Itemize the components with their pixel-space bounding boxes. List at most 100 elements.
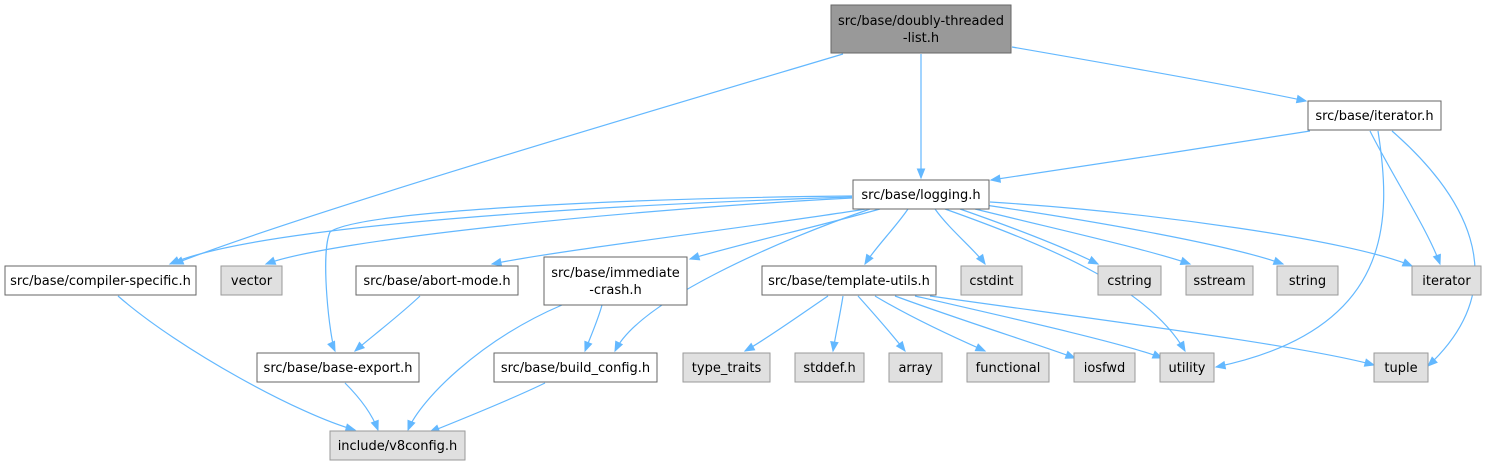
node-label: type_traits — [692, 361, 762, 376]
edge-iterator-h-to-tuple — [1391, 130, 1476, 367]
node-cstring: cstring — [1097, 265, 1162, 296]
edge-logging-to-immediate-crash — [688, 208, 881, 261]
node-box — [256, 352, 420, 383]
edges-layer — [117, 46, 1476, 433]
node-box — [1185, 265, 1254, 296]
edge-logging-to-vector — [264, 197, 853, 265]
node-label: tuple — [1384, 361, 1417, 376]
node-label: src/base/immediate — [551, 266, 680, 281]
node-tuple: tuple — [1373, 352, 1429, 383]
node-iterator: iterator — [1411, 265, 1482, 296]
edge-doubly-threaded-to-iterator-h — [1011, 46, 1308, 104]
node-logging[interactable]: src/base/logging.h — [852, 179, 990, 210]
node-string: string — [1276, 265, 1339, 296]
node-box — [355, 265, 519, 296]
node-box — [761, 265, 937, 296]
node-v8config: include/v8config.h — [329, 430, 466, 461]
node-label: sstream — [1193, 274, 1245, 289]
node-label: src/base/base-export.h — [264, 361, 413, 376]
node-functional: functional — [966, 352, 1050, 383]
edge-template-utils-to-functional — [874, 295, 987, 352]
node-box — [329, 430, 466, 461]
edge-template-utils-to-type-traits — [743, 295, 829, 352]
node-vector: vector — [220, 265, 283, 296]
edge-template-utils-to-iosfwd — [894, 295, 1077, 359]
edge-abort-mode-to-base-export — [353, 295, 421, 352]
node-box — [220, 265, 283, 296]
edge-logging-to-utility — [944, 208, 1186, 353]
node-box — [966, 352, 1050, 383]
edge-logging-to-string — [984, 204, 1285, 265]
node-label: iosfwd — [1084, 361, 1126, 376]
node-box — [794, 352, 865, 383]
node-stddef: stddef.h — [794, 352, 865, 383]
edge-template-utils-to-array — [857, 295, 906, 353]
node-box — [543, 256, 688, 306]
node-label: src/base/abort-mode.h — [363, 274, 510, 289]
node-box — [4, 265, 197, 296]
node-sstream: sstream — [1185, 265, 1254, 296]
node-box — [493, 352, 658, 383]
node-label: src/base/build_config.h — [501, 361, 650, 376]
node-box — [1276, 265, 1339, 296]
node-label: utility — [1169, 361, 1206, 376]
edge-base-export-to-v8config — [344, 382, 379, 432]
edge-logging-to-cstring — [959, 208, 1100, 265]
edge-doubly-threaded-to-logging — [916, 54, 926, 180]
node-label: src/base/doubly-threaded — [838, 14, 1004, 29]
edge-iterator-h-to-logging — [989, 130, 1311, 183]
node-label: src/base/logging.h — [861, 188, 980, 203]
node-base-export[interactable]: src/base/base-export.h — [256, 352, 420, 383]
node-array: array — [888, 352, 943, 383]
node-label: src/base/compiler-specific.h — [10, 274, 191, 289]
edge-template-utils-to-utility — [914, 295, 1164, 359]
node-label: include/v8config.h — [338, 439, 458, 454]
node-immediate-crash[interactable]: src/base/immediate -crash.h — [543, 256, 688, 306]
edge-build-config-to-v8config — [428, 382, 546, 433]
node-label: -list.h — [903, 31, 939, 46]
node-label: src/base/iterator.h — [1315, 109, 1433, 124]
node-box — [1411, 265, 1482, 296]
node-label: stddef.h — [803, 361, 855, 376]
edge-logging-to-abort-mode — [490, 208, 867, 267]
node-build-config[interactable]: src/base/build_config.h — [493, 352, 658, 383]
edge-iterator-h-to-iterator — [1369, 130, 1441, 266]
node-box — [682, 352, 771, 383]
edge-logging-to-base-export — [325, 195, 853, 353]
node-label: -crash.h — [589, 283, 642, 298]
node-label: array — [898, 361, 932, 376]
node-cstdint: cstdint — [960, 265, 1023, 296]
node-abort-mode[interactable]: src/base/abort-mode.h — [355, 265, 519, 296]
node-label: cstdint — [969, 274, 1013, 289]
edge-doubly-threaded-to-compiler-specific — [172, 53, 844, 265]
edge-template-utils-to-stddef — [830, 295, 844, 353]
node-box — [1097, 265, 1162, 296]
edge-immediate-crash-to-build-config — [584, 304, 603, 353]
edge-logging-to-cstdint — [934, 208, 986, 266]
edge-immediate-crash-to-v8config — [407, 304, 563, 432]
edge-logging-to-compiler-specific — [168, 196, 853, 265]
node-box — [960, 265, 1023, 296]
edge-template-utils-to-tuple — [929, 295, 1376, 367]
node-label: src/base/template-utils.h — [768, 274, 930, 289]
node-template-utils[interactable]: src/base/template-utils.h — [761, 265, 937, 296]
edge-iterator-h-to-utility — [1214, 130, 1385, 370]
node-utility: utility — [1159, 352, 1215, 383]
node-iosfwd: iosfwd — [1073, 352, 1136, 383]
node-label: functional — [976, 361, 1041, 376]
edge-logging-to-template-utils — [864, 208, 909, 266]
node-box — [888, 352, 943, 383]
node-label: iterator — [1422, 274, 1471, 289]
node-box — [1159, 352, 1215, 383]
node-box — [830, 4, 1012, 54]
nodes-layer: src/base/doubly-threaded -list.h src/base/… — [4, 4, 1482, 461]
node-label: string — [1289, 274, 1326, 289]
node-iterator-h[interactable]: src/base/iterator.h — [1307, 100, 1442, 131]
edge-logging-to-build-config — [614, 208, 871, 353]
node-compiler-specific[interactable]: src/base/compiler-specific.h — [4, 265, 197, 296]
node-type-traits: type_traits — [682, 352, 771, 383]
node-label: cstring — [1107, 274, 1151, 289]
node-box — [1373, 352, 1429, 383]
edge-logging-to-iterator — [989, 201, 1414, 267]
